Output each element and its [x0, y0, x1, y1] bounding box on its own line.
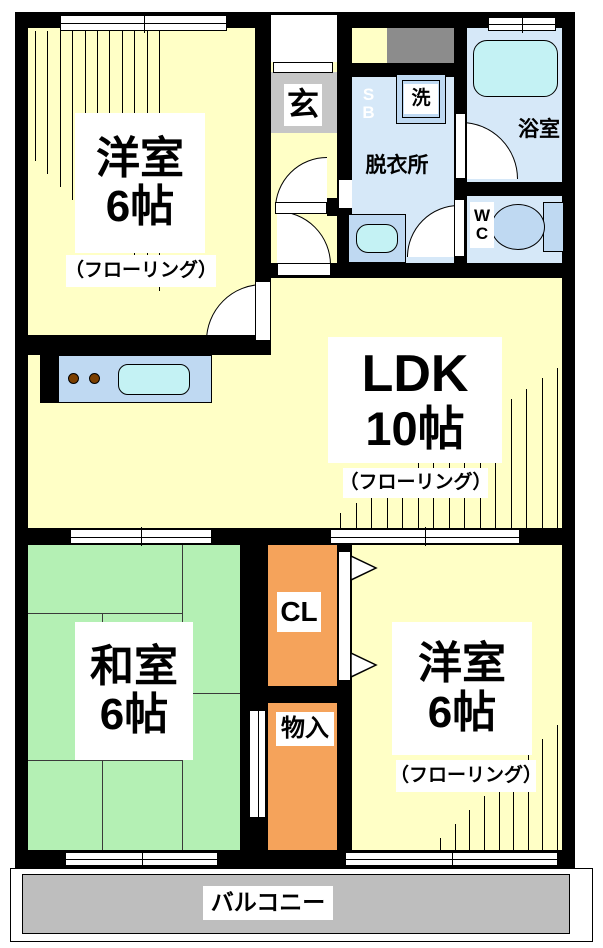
wall-left: [15, 12, 28, 868]
wall-under-ps: [337, 63, 460, 77]
sliding-door-western-br-ldk: [330, 527, 520, 546]
ldk-hall-door-leaf: [277, 263, 331, 276]
room-size: 6帖: [105, 182, 175, 231]
shoe-box-text: SB: [362, 85, 375, 122]
label-balcony: バルコニー: [203, 886, 333, 920]
hatch-line: [484, 796, 485, 850]
toilet-text: WC: [473, 206, 491, 243]
hatch-line: [526, 389, 527, 528]
room-size: 6帖: [99, 690, 169, 739]
wall-hall-stub: [327, 198, 340, 216]
label-ldk-floor: （フローリング）: [340, 468, 492, 498]
room-name: 洋室: [96, 133, 184, 183]
toilet-tank: [543, 202, 564, 252]
wall-closet-storage-divider: [240, 686, 352, 703]
wall-western-tl-south: [28, 335, 270, 355]
room-name: 洋室: [418, 639, 506, 689]
kitchen-sink: [118, 364, 190, 395]
tatami-line: [28, 760, 182, 761]
hatch-line: [495, 409, 496, 528]
bathroom-door-leaf: [455, 113, 466, 179]
label-storage: 物入: [276, 712, 334, 746]
label-toilet: WC: [470, 202, 494, 248]
stove-burner-icon: [68, 373, 79, 384]
room-size: 10帖: [365, 401, 465, 455]
hatch-line: [557, 368, 558, 528]
hatch-line: [469, 810, 470, 850]
label-western-br: 洋室 6帖: [392, 622, 532, 755]
tatami-line: [102, 760, 103, 850]
vanity-sink-basin: [356, 224, 398, 253]
hatch-line: [371, 492, 372, 528]
hatch-line: [60, 31, 61, 187]
folding-door-arrow-icon: [351, 555, 378, 678]
label-closet: CL: [277, 592, 321, 632]
window-japanese: [65, 850, 218, 868]
label-western-br-floor: （フローリング）: [390, 760, 542, 792]
hatch-line: [513, 767, 514, 850]
label-shoe-box: SB: [356, 79, 381, 129]
wall-kitchen-stub: [40, 345, 58, 403]
hatch-line: [35, 31, 36, 161]
tatami-line: [182, 693, 240, 694]
hatch-line: [499, 781, 500, 850]
hatch-line: [542, 378, 543, 528]
stove-burner-icon: [89, 373, 100, 384]
hatch-line: [455, 824, 456, 850]
hatch-line: [387, 482, 388, 528]
bathtub: [473, 40, 558, 97]
label-dressing-room: 脱衣所: [365, 154, 429, 178]
room-name: 和室: [90, 641, 178, 691]
entrance-recess: [271, 15, 337, 62]
entrance-door-leaf: [273, 62, 333, 73]
wall-ldk-north: [255, 263, 562, 278]
label-western-tl-floor: （フローリング）: [65, 255, 217, 287]
toilet-bowl-icon: [491, 204, 545, 250]
hatch-line: [528, 753, 529, 850]
hatch-line: [511, 399, 512, 528]
room-name: LDK: [361, 344, 469, 403]
hatch-line: [72, 31, 73, 200]
window-western-br: [345, 850, 558, 868]
label-bathroom: 浴室: [518, 118, 560, 142]
dressing-room-opening: [339, 180, 352, 208]
room-size: 6帖: [427, 687, 497, 737]
hatch-line: [440, 838, 441, 850]
western-tl-door-leaf: [255, 281, 271, 341]
label-ldk: LDK 10帖: [328, 337, 502, 463]
tatami-line: [28, 613, 182, 614]
label-washing-machine: 洗: [404, 84, 438, 114]
hatch-line: [402, 472, 403, 528]
hatch-line: [356, 503, 357, 528]
window-bathroom: [488, 15, 556, 33]
hatch-line: [557, 725, 558, 850]
hatch-line: [542, 739, 543, 850]
sliding-door-japanese-ldk: [70, 527, 212, 546]
label-entrance: 玄: [284, 84, 322, 126]
hall-door-leaf: [275, 202, 327, 214]
washing-machine-inner: [402, 80, 440, 118]
window-western-tl: [60, 13, 227, 33]
label-western-tl: 洋室 6帖: [75, 113, 205, 253]
toilet-door-leaf: [454, 199, 465, 257]
ceiling-hatch-western-br: [440, 725, 558, 850]
hatch-line: [340, 513, 341, 528]
label-japanese-room: 和室 6帖: [75, 622, 193, 760]
closet-folding-door: [338, 551, 351, 681]
sliding-door-storage: [249, 710, 266, 818]
wall-right: [562, 12, 575, 868]
wall-bath-wc-divider: [467, 182, 562, 196]
pipe-space: [387, 28, 460, 63]
hatch-line: [47, 31, 48, 174]
